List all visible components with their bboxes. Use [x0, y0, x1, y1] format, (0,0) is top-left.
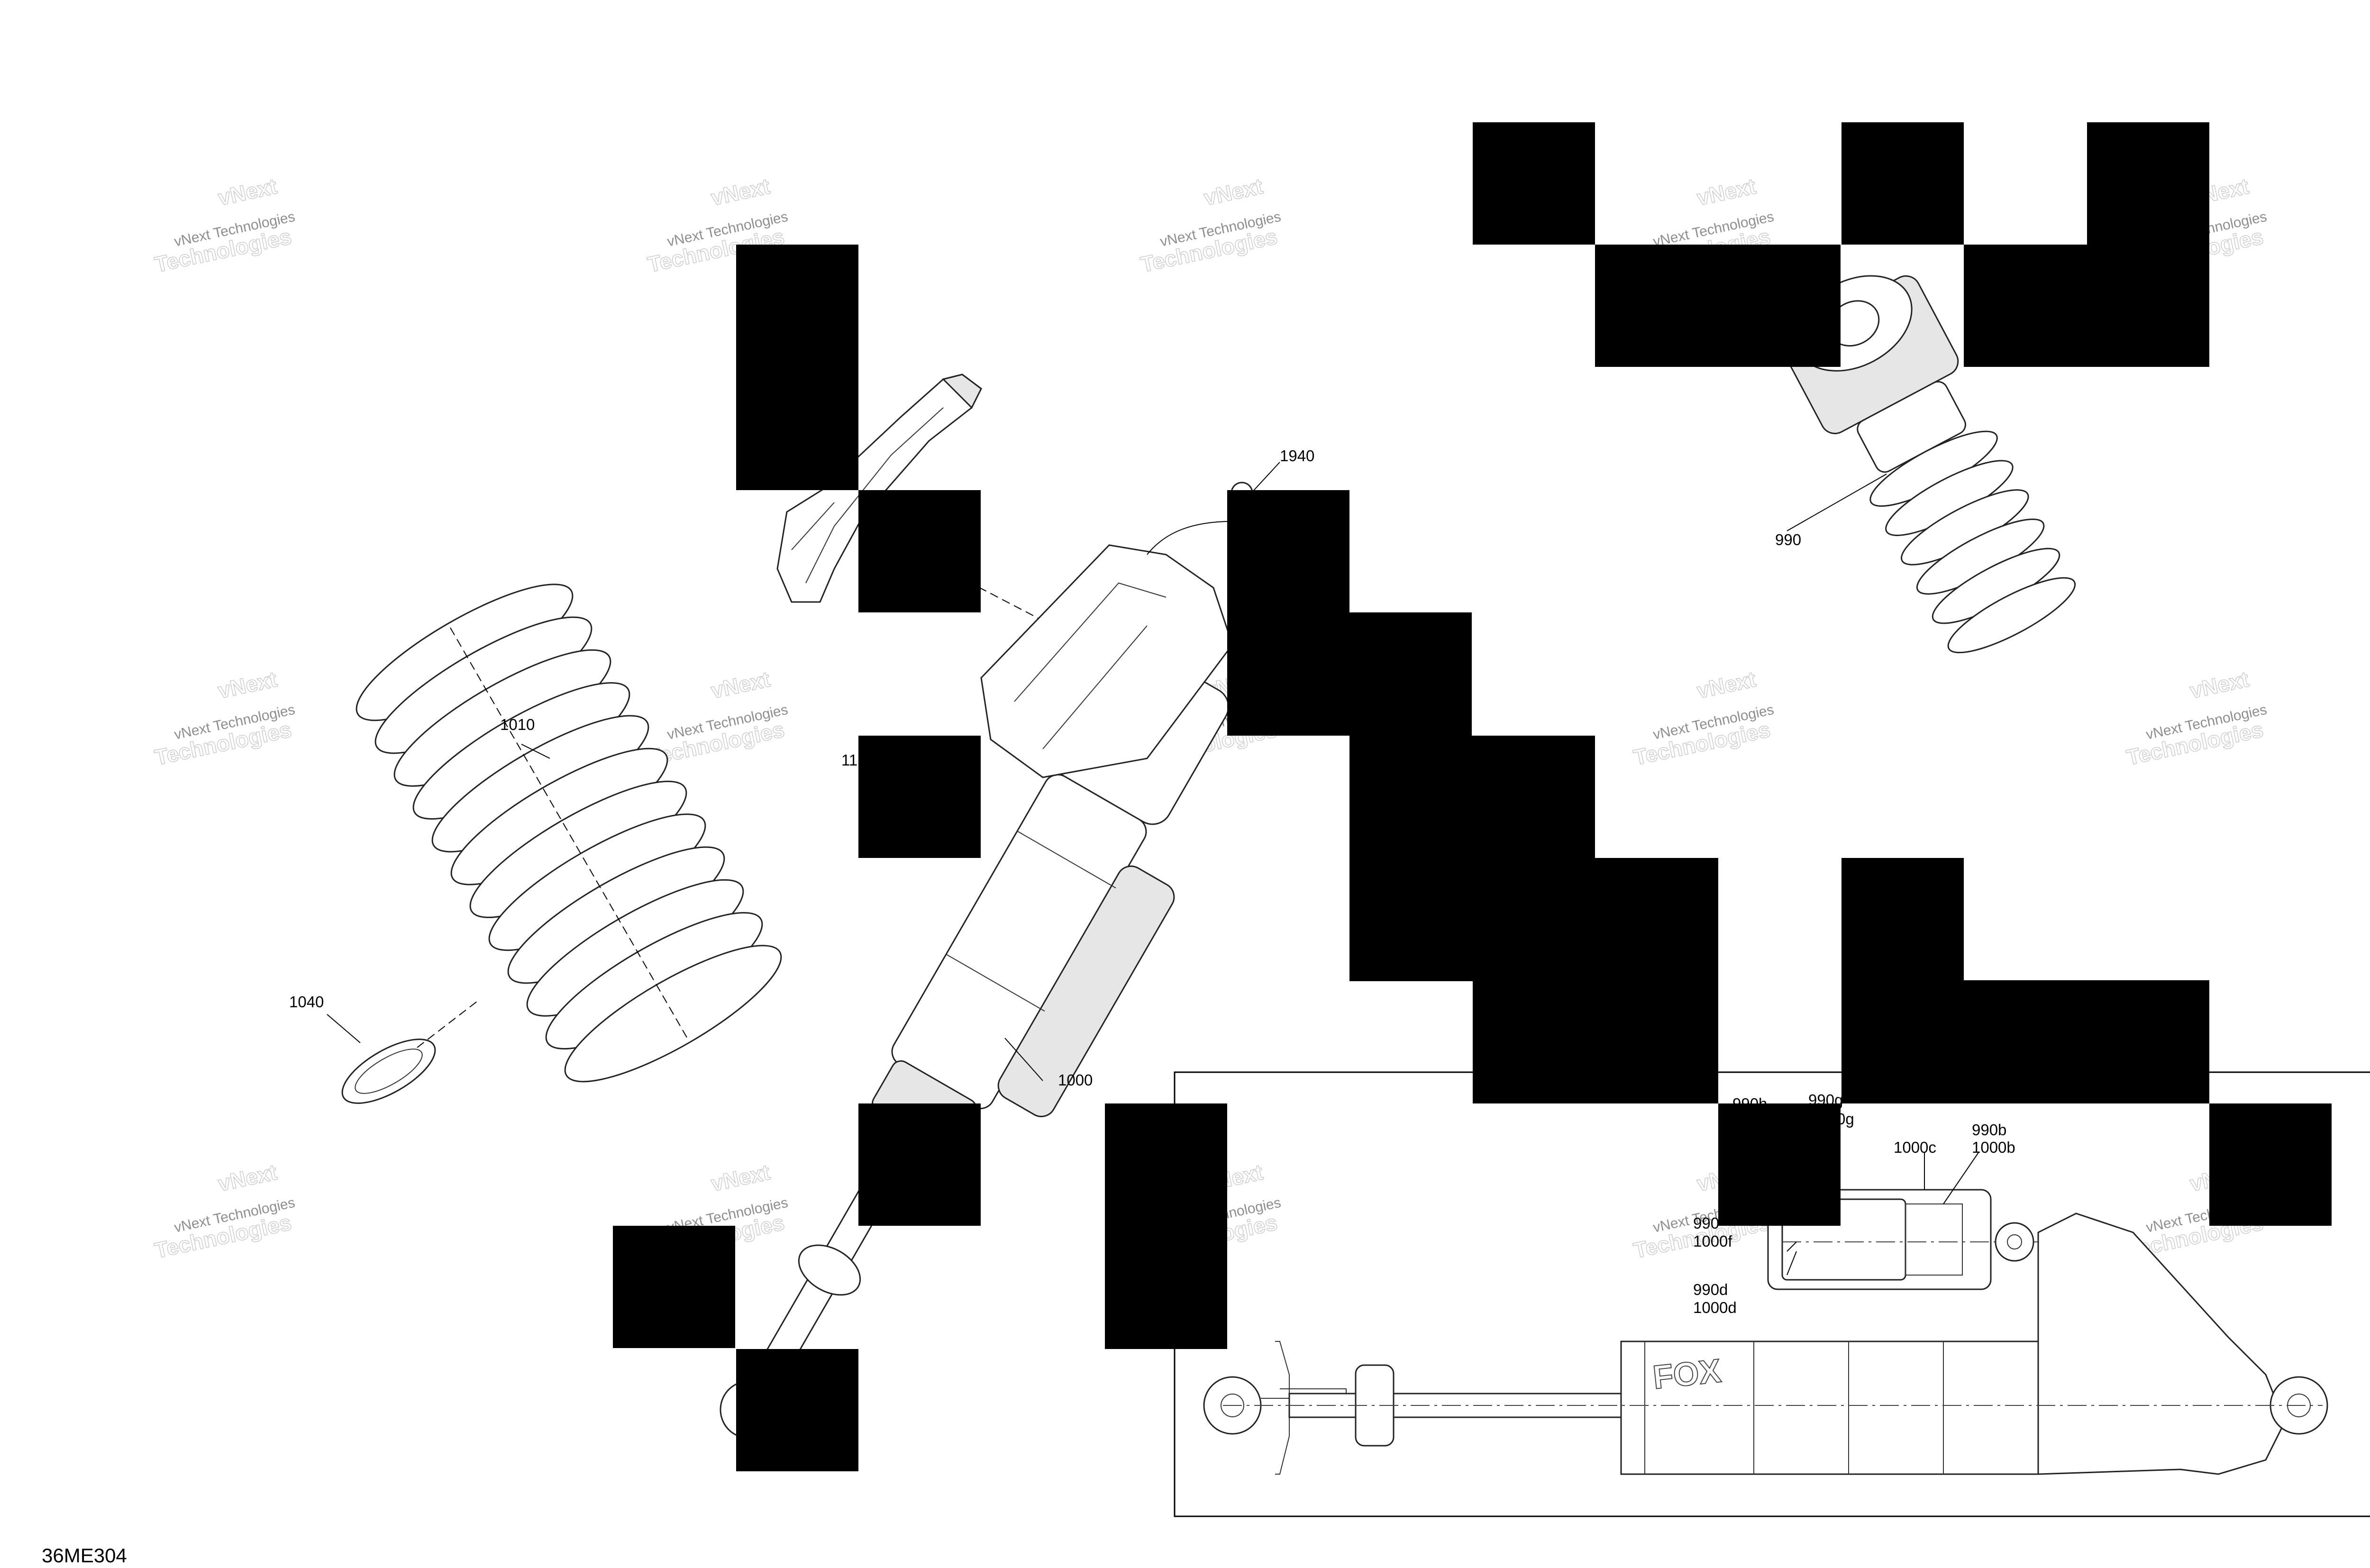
- callout-1000c: 1000c: [1894, 1139, 1936, 1156]
- watermark: vNext vNext Technologies Technologies: [152, 1159, 296, 1263]
- redaction-block: [1964, 245, 2209, 367]
- watermark: vNext vNext Technologies Technologies: [152, 173, 296, 277]
- callout-1040: 1040: [289, 993, 324, 1011]
- callout-990d: 990d: [1693, 1281, 1728, 1298]
- redaction-block: [1473, 122, 1595, 245]
- redaction-block: [1473, 858, 1718, 1103]
- watermark-top-text: vNext: [2188, 666, 2251, 703]
- watermark: vNext vNext Technologies Technologies: [152, 666, 296, 770]
- watermark-top-text: vNext: [216, 173, 279, 210]
- callout-1000f: 1000f: [1693, 1232, 1732, 1250]
- partial-callout-990: 990: [1693, 1214, 1719, 1232]
- callout-990: 990: [1775, 531, 1801, 548]
- watermark-top-text: vNext: [709, 173, 772, 210]
- redaction-block: [858, 1103, 981, 1226]
- spring-retainer-part: [341, 1039, 436, 1104]
- leader-lines: [327, 462, 1979, 1276]
- redaction-block: [858, 490, 981, 612]
- redaction-block: [1718, 1103, 1841, 1226]
- figure-code: 36ME304: [42, 1544, 127, 1567]
- partial-callout-11: 11: [841, 751, 857, 769]
- redaction-block: [1841, 122, 1964, 245]
- redaction-block: [1595, 245, 1841, 367]
- callout-1010: 1010: [500, 716, 535, 733]
- watermark-top-text: vNext: [1695, 666, 1758, 703]
- fox-logo-outline: FOX: [1651, 1352, 1723, 1396]
- callout-1940: 1940: [1280, 447, 1314, 465]
- callout-1000: 1000: [1058, 1071, 1093, 1089]
- watermark: vNext vNext Technologies Technologies: [1138, 173, 1282, 277]
- redaction-block: [2209, 1103, 2332, 1226]
- watermark-top-text: vNext: [1202, 173, 1265, 210]
- watermark-top-text: vNext: [709, 1159, 772, 1196]
- watermark-top-text: vNext: [1695, 173, 1758, 210]
- redaction-block: [858, 736, 981, 858]
- redaction-block: [2087, 122, 2209, 245]
- callout-1000b: 1000b: [1972, 1139, 2015, 1156]
- redaction-block: [736, 245, 858, 490]
- redaction-block: [1105, 1103, 1227, 1349]
- redaction-block: [1841, 980, 2209, 1103]
- coil-spring-part: [356, 583, 782, 1083]
- watermark-top-text: vNext: [709, 666, 772, 703]
- redaction-block: [1227, 490, 1349, 736]
- callout-990b: 990b: [1972, 1121, 2006, 1139]
- shock-body: [1620, 1340, 2039, 1475]
- watermark: vNext vNext Technologies Technologies: [1631, 666, 1775, 770]
- watermark-top-text: vNext: [216, 1159, 279, 1196]
- watermark-top-text: vNext: [216, 666, 279, 703]
- redaction-blocks: [613, 122, 2332, 1471]
- redaction-block: [736, 1349, 858, 1471]
- redaction-block: [613, 1226, 735, 1348]
- watermark: vNext vNext Technologies Technologies: [2124, 666, 2268, 770]
- callout-1000d: 1000d: [1693, 1299, 1737, 1316]
